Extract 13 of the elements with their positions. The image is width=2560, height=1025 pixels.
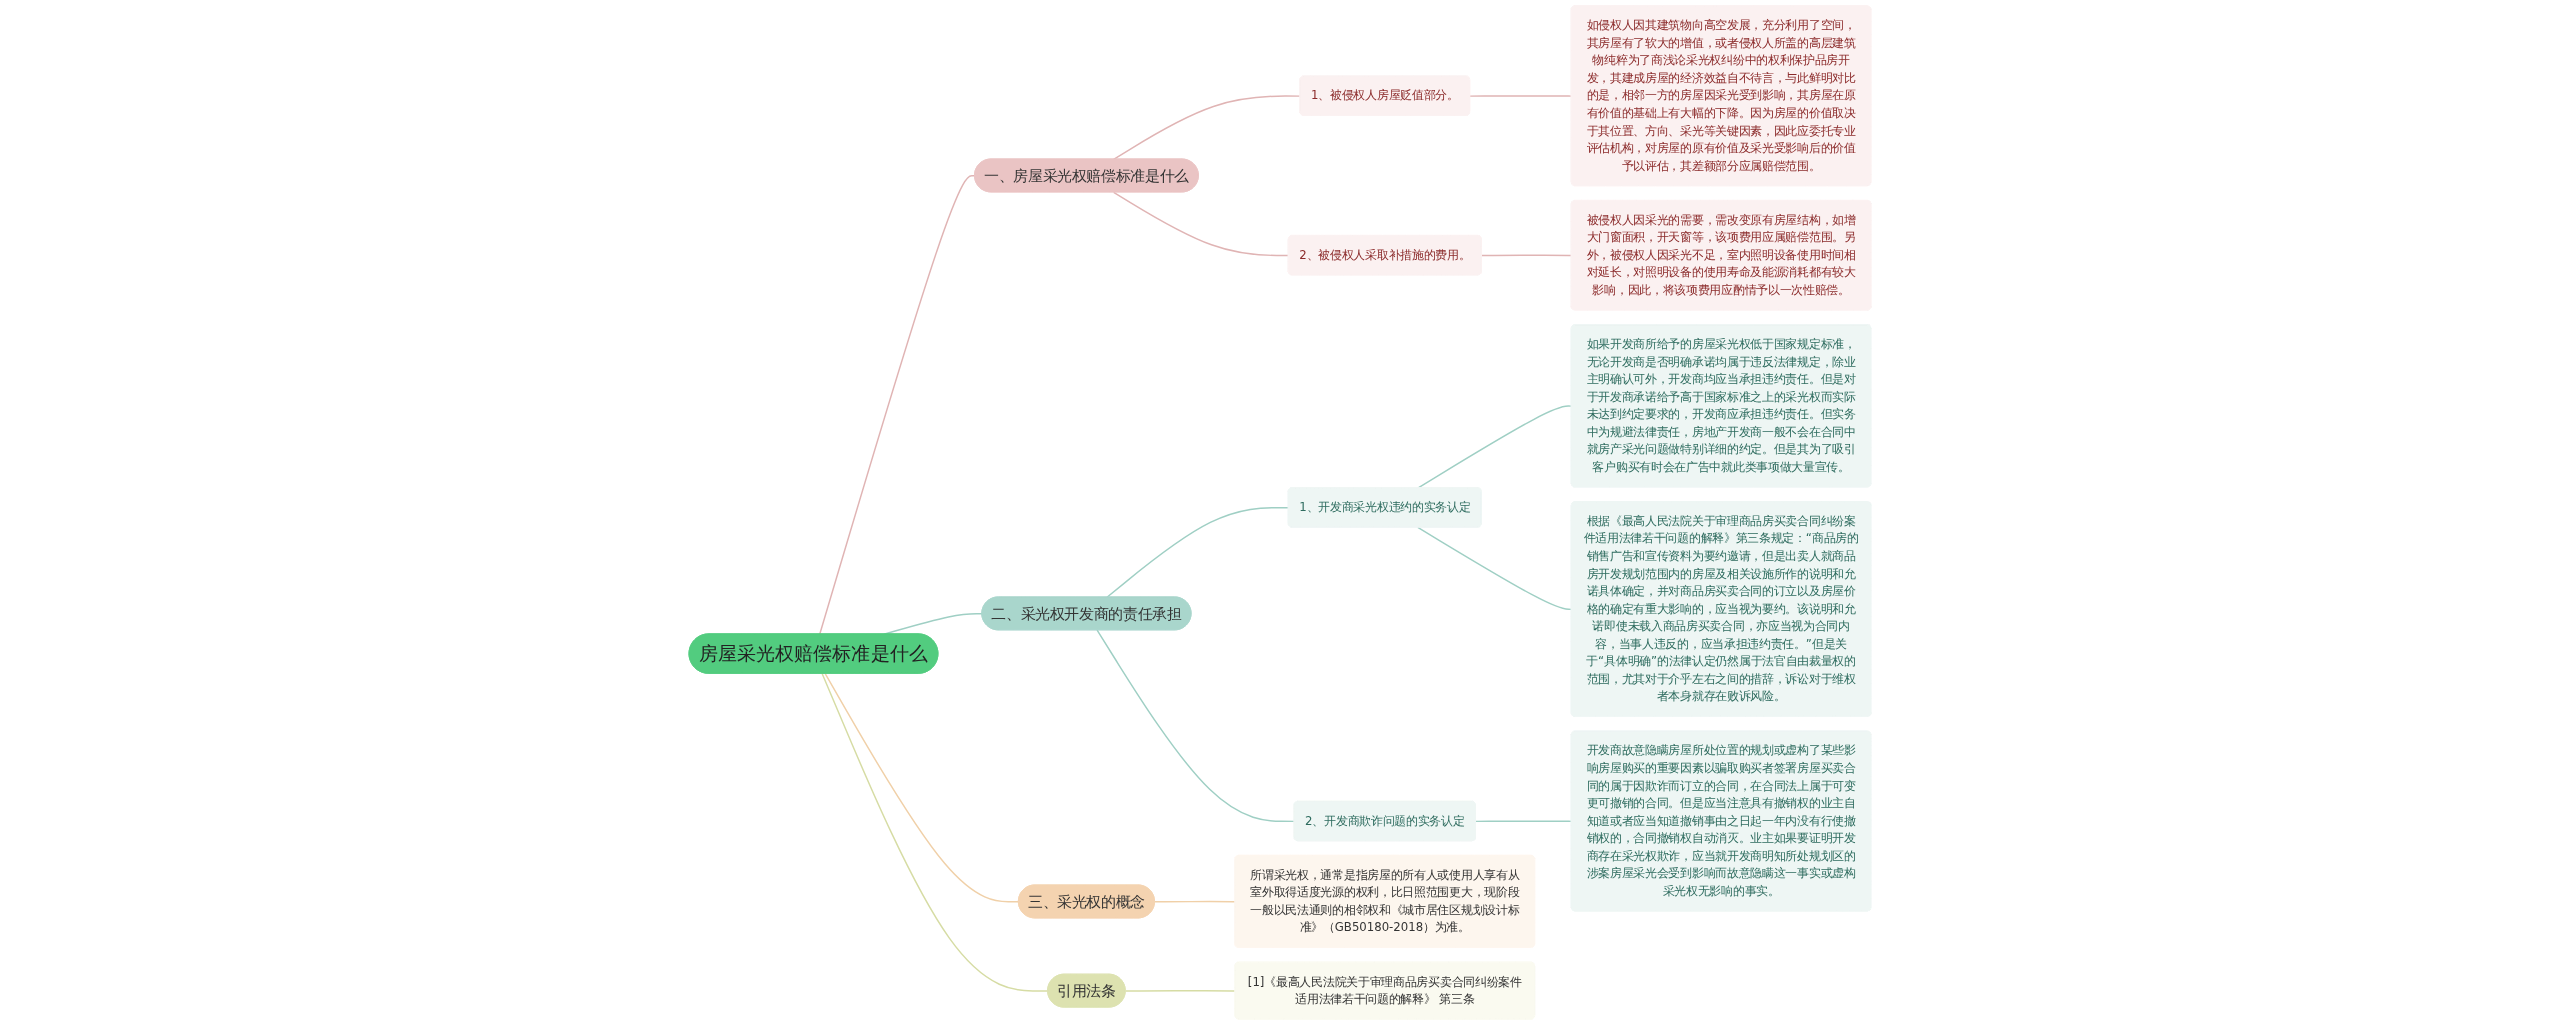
connector [1475,820,1573,823]
connector [1469,95,1573,97]
connector [1112,191,1290,257]
connector [821,673,1049,992]
connector [824,673,1020,903]
connector [819,175,976,635]
connector [1124,990,1236,992]
connector [1154,900,1236,903]
connector [1417,405,1573,489]
connector [1096,629,1296,823]
connector [1112,95,1301,161]
connector [1417,526,1573,611]
connector [1481,254,1573,257]
